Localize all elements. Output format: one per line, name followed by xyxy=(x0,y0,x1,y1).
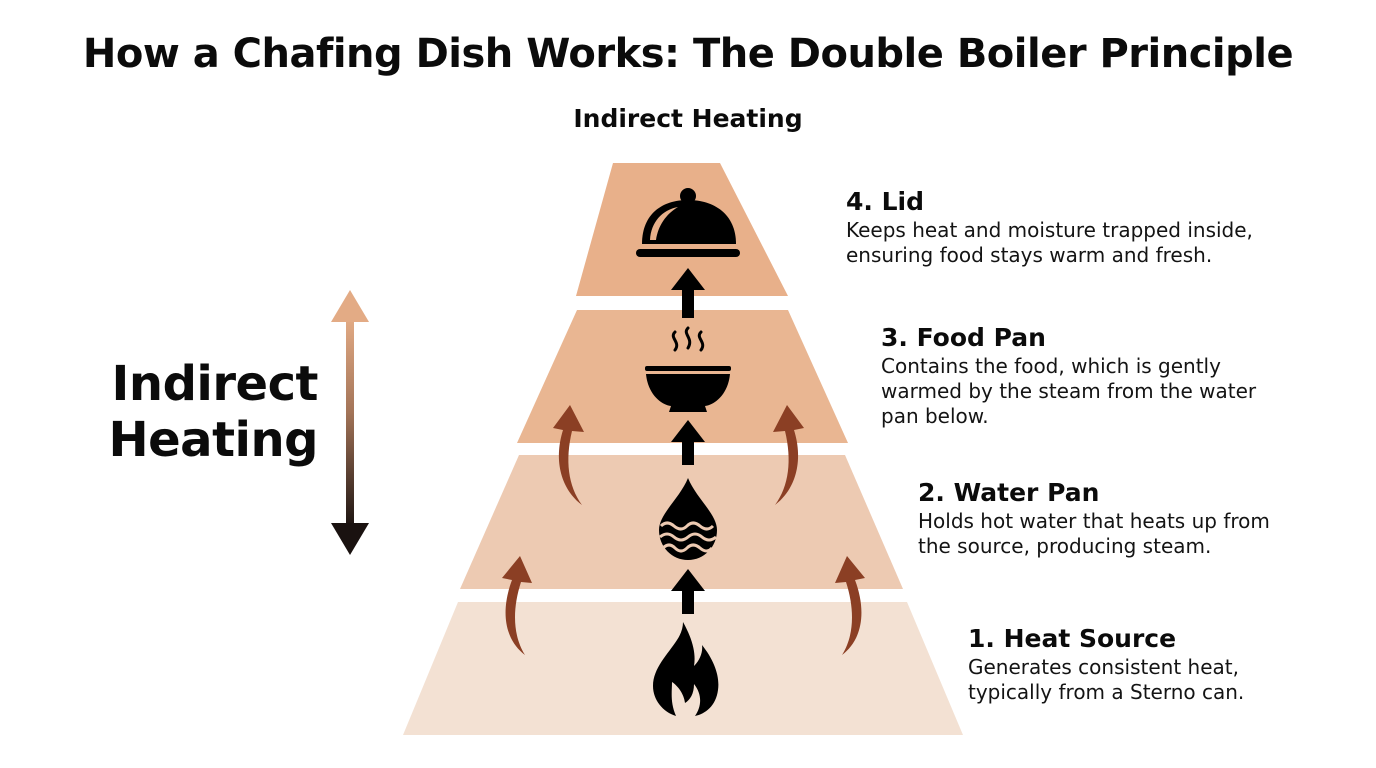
rising-heat-arrow-icon xyxy=(553,405,584,505)
side-indicator-line1: Indirect xyxy=(111,356,319,412)
side-indicator-label: Indirect Heating xyxy=(100,356,318,468)
serving-cloche-icon xyxy=(636,188,740,257)
steaming-bowl-icon xyxy=(645,326,731,412)
rising-heat-arrow-icon xyxy=(835,556,865,655)
up-arrow-icon xyxy=(671,420,705,465)
side-indicator-line2: Heating xyxy=(108,412,318,468)
rising-heat-arrow-icon xyxy=(502,556,532,655)
rising-heat-arrow-icon xyxy=(773,405,804,505)
page-title: How a Chafing Dish Works: The Double Boi… xyxy=(82,31,1294,77)
layer-label-water-pan: 2. Water Pan Holds hot water that heats … xyxy=(918,477,1270,559)
layer-label-heat-source: 1. Heat Source Generates consistent heat… xyxy=(968,623,1244,705)
layer-title: 4. Lid xyxy=(846,187,924,216)
double-vertical-arrow-icon xyxy=(331,290,369,555)
layer-description: Generates consistent heat, typically fro… xyxy=(968,655,1245,704)
layer-title: 3. Food Pan xyxy=(881,323,1046,352)
layer-description: Keeps heat and moisture trapped inside, … xyxy=(846,218,1253,267)
water-drop-icon xyxy=(659,478,717,560)
layer-label-lid: 4. Lid Keeps heat and moisture trapped i… xyxy=(846,186,1253,268)
layer-title: 2. Water Pan xyxy=(918,478,1100,507)
layer-title: 1. Heat Source xyxy=(968,624,1177,653)
up-arrow-icon xyxy=(671,268,705,318)
up-arrow-icon xyxy=(671,569,705,614)
flame-icon xyxy=(653,622,719,716)
layer-description: Contains the food, which is gently warme… xyxy=(881,354,1257,428)
layer-description: Holds hot water that heats up from the s… xyxy=(918,509,1270,558)
page-subtitle: Indirect Heating xyxy=(573,104,803,133)
layer-label-food-pan: 3. Food Pan Contains the food, which is … xyxy=(881,322,1256,429)
